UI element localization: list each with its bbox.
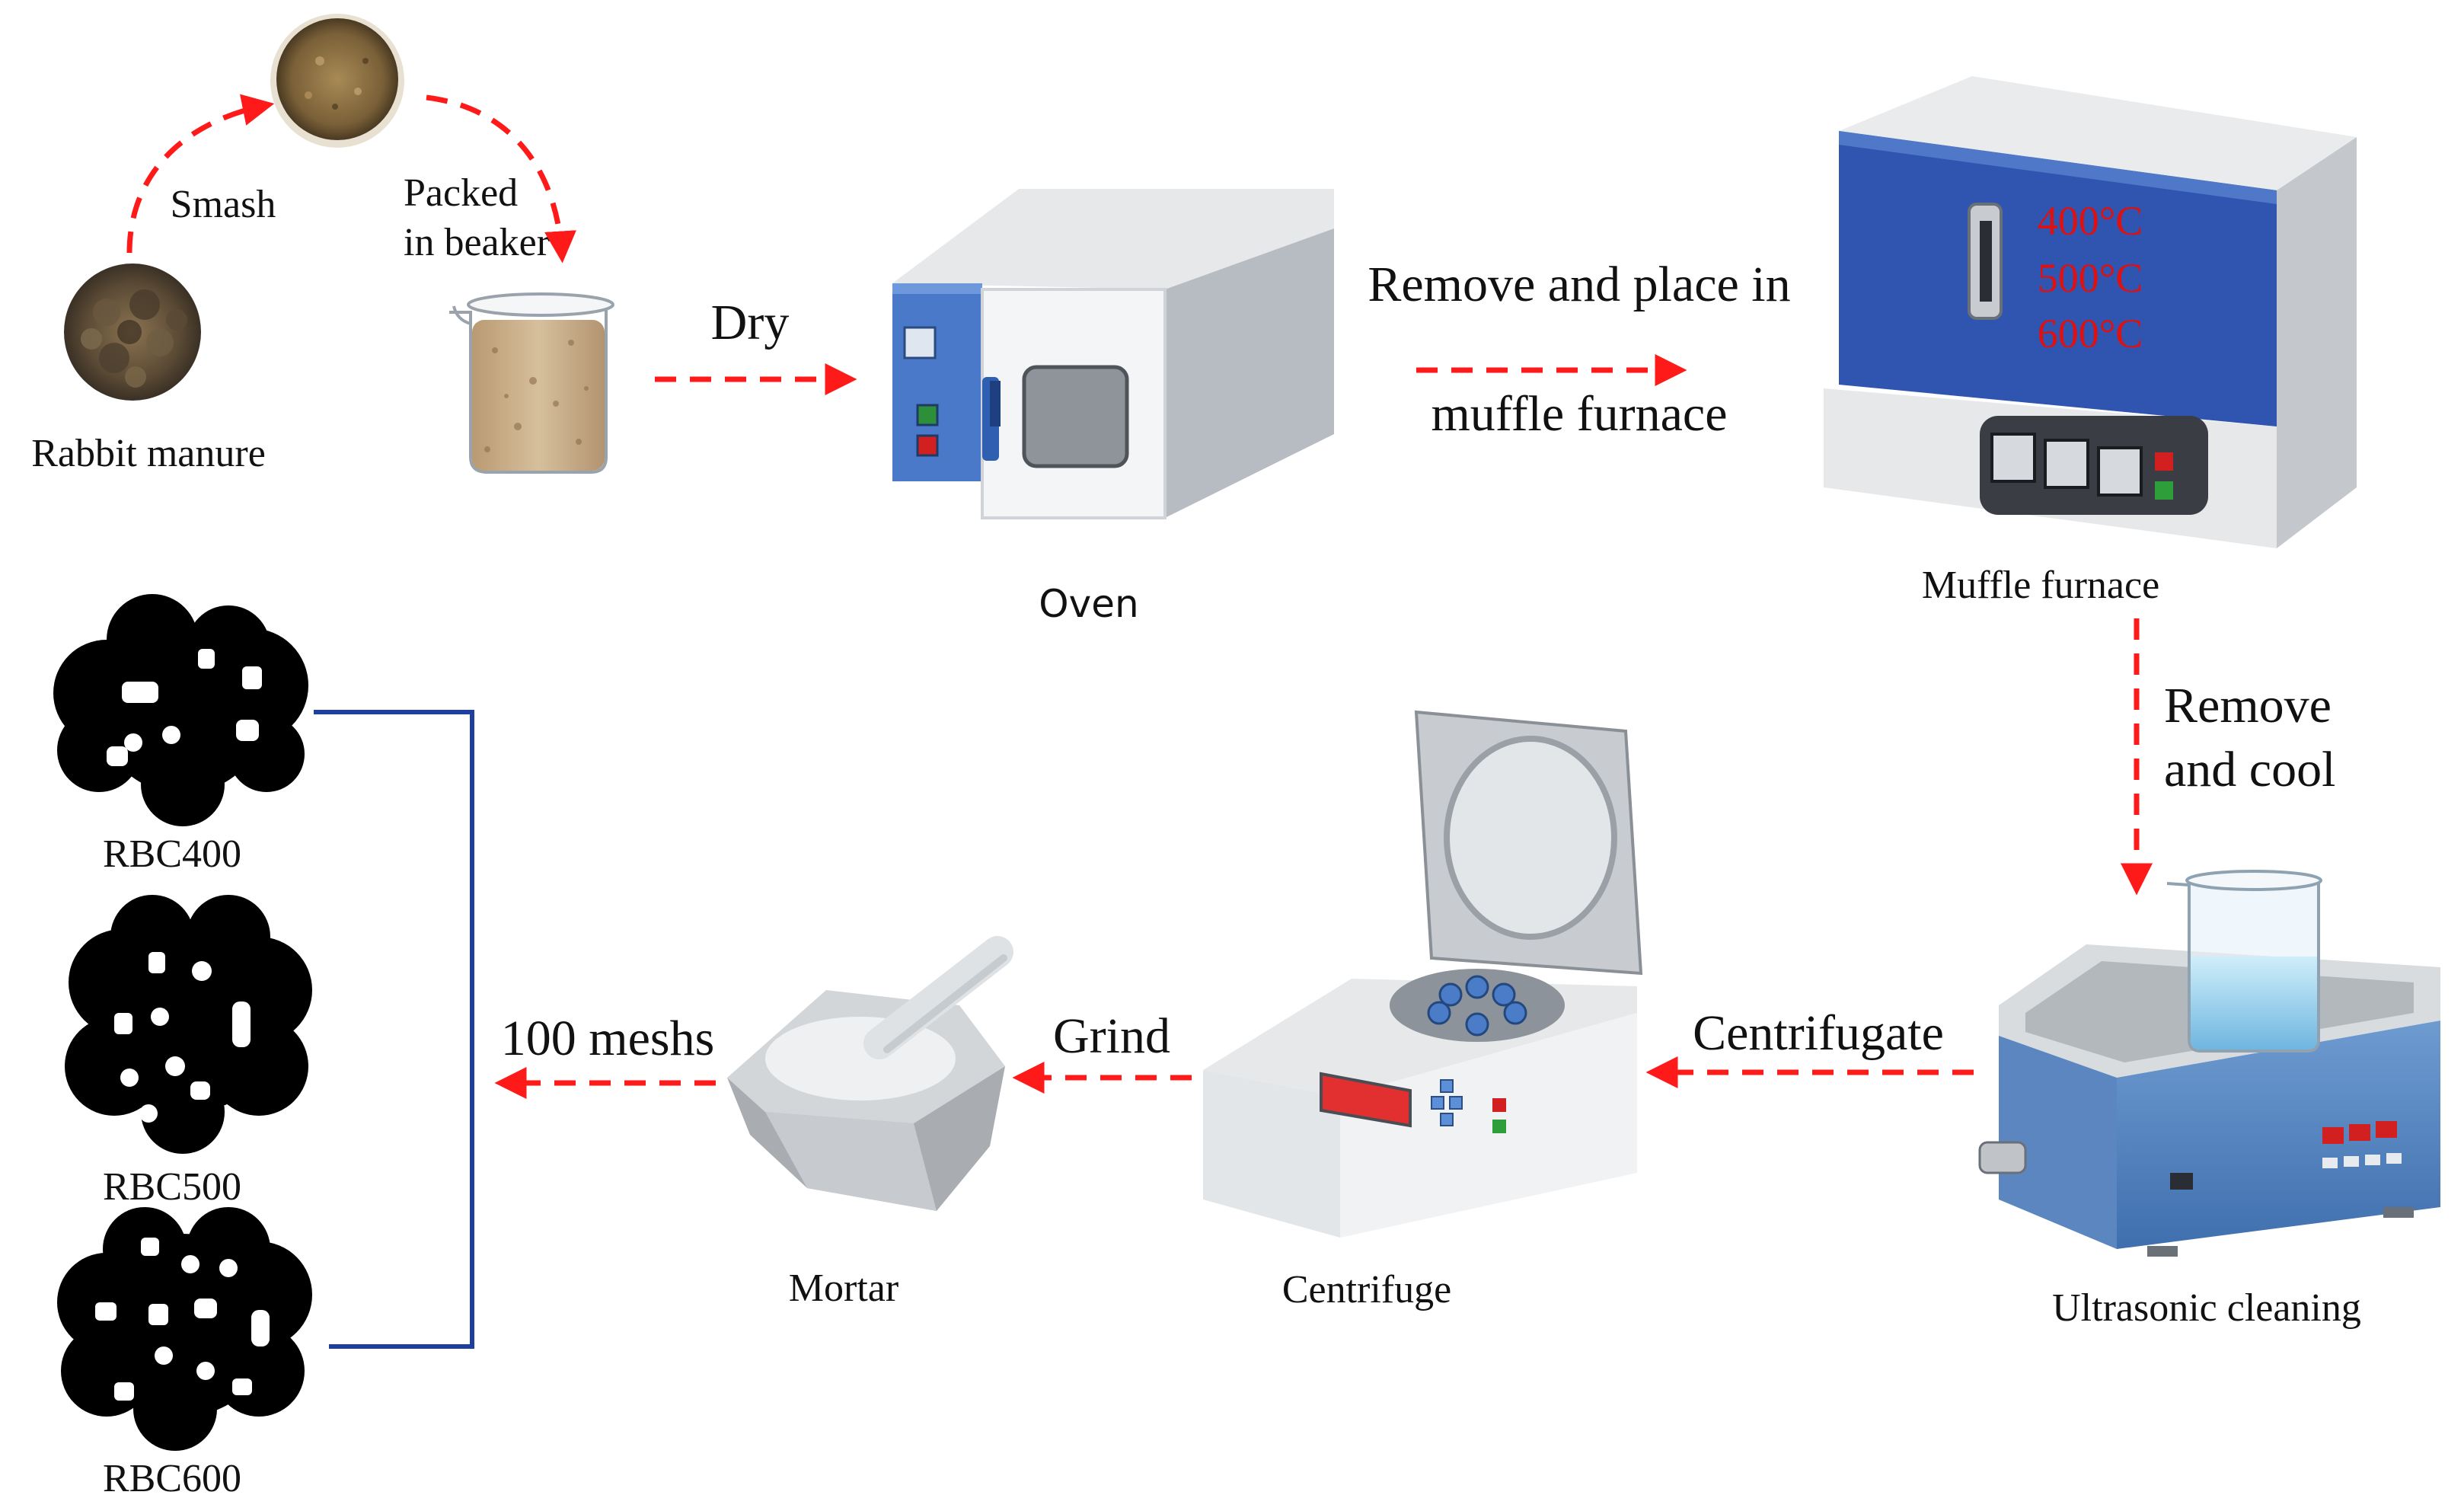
grind-label: Grind [1053, 1008, 1170, 1064]
packed-label-line2: in beaker [404, 221, 550, 264]
rabbit-manure-label: Rabbit manure [31, 432, 266, 475]
rbc400-biochar-image [53, 594, 308, 826]
rbc500-biochar-image [65, 895, 312, 1154]
oven-illustration [892, 189, 1334, 519]
temperature-400: 400°C [2038, 198, 2143, 244]
remove-cool-label-line2: and cool [2164, 742, 2335, 797]
mesh-label: 100 meshs [501, 1011, 715, 1066]
ultrasonic-cleaner-illustration [1978, 870, 2440, 1257]
smash-label: Smash [171, 183, 276, 226]
temperature-500: 500°C [2038, 255, 2143, 301]
remove-place-label-line1: Remove and place in [1368, 257, 1790, 312]
mortar-label: Mortar [789, 1267, 898, 1310]
rbc600-label: RBC600 [103, 1457, 241, 1500]
smash-arrow [126, 94, 275, 254]
temperature-600: 600°C [2038, 311, 2143, 356]
rbc500-label: RBC500 [103, 1165, 241, 1209]
remove-cool-label-line1: Remove [2164, 678, 2332, 733]
rbc400-label: RBC400 [103, 832, 241, 876]
centrifuge-label: Centrifuge [1282, 1268, 1451, 1311]
oven-label: Oven [1039, 582, 1138, 626]
centrifuge-illustration [1203, 710, 1643, 1238]
dry-label: Dry [711, 295, 790, 350]
packed-label-line1: Packed [404, 171, 518, 215]
rbc600-biochar-image [57, 1207, 312, 1451]
remove-place-label-line2: muffle furnace [1431, 386, 1727, 442]
muffle-furnace-label: Muffle furnace [1922, 564, 2159, 607]
centrifugate-label: Centrifugate [1693, 1005, 1944, 1061]
smashed-powder-image [270, 14, 404, 148]
mortar-illustration [727, 936, 1013, 1211]
muffle-furnace-illustration [1824, 76, 2357, 548]
packed-arrow [426, 94, 576, 264]
rabbit-manure-image [64, 264, 201, 401]
product-bracket [314, 710, 474, 1349]
beaker-with-manure [449, 292, 614, 474]
ultrasonic-cleaning-label: Ultrasonic cleaning [2052, 1286, 2361, 1330]
